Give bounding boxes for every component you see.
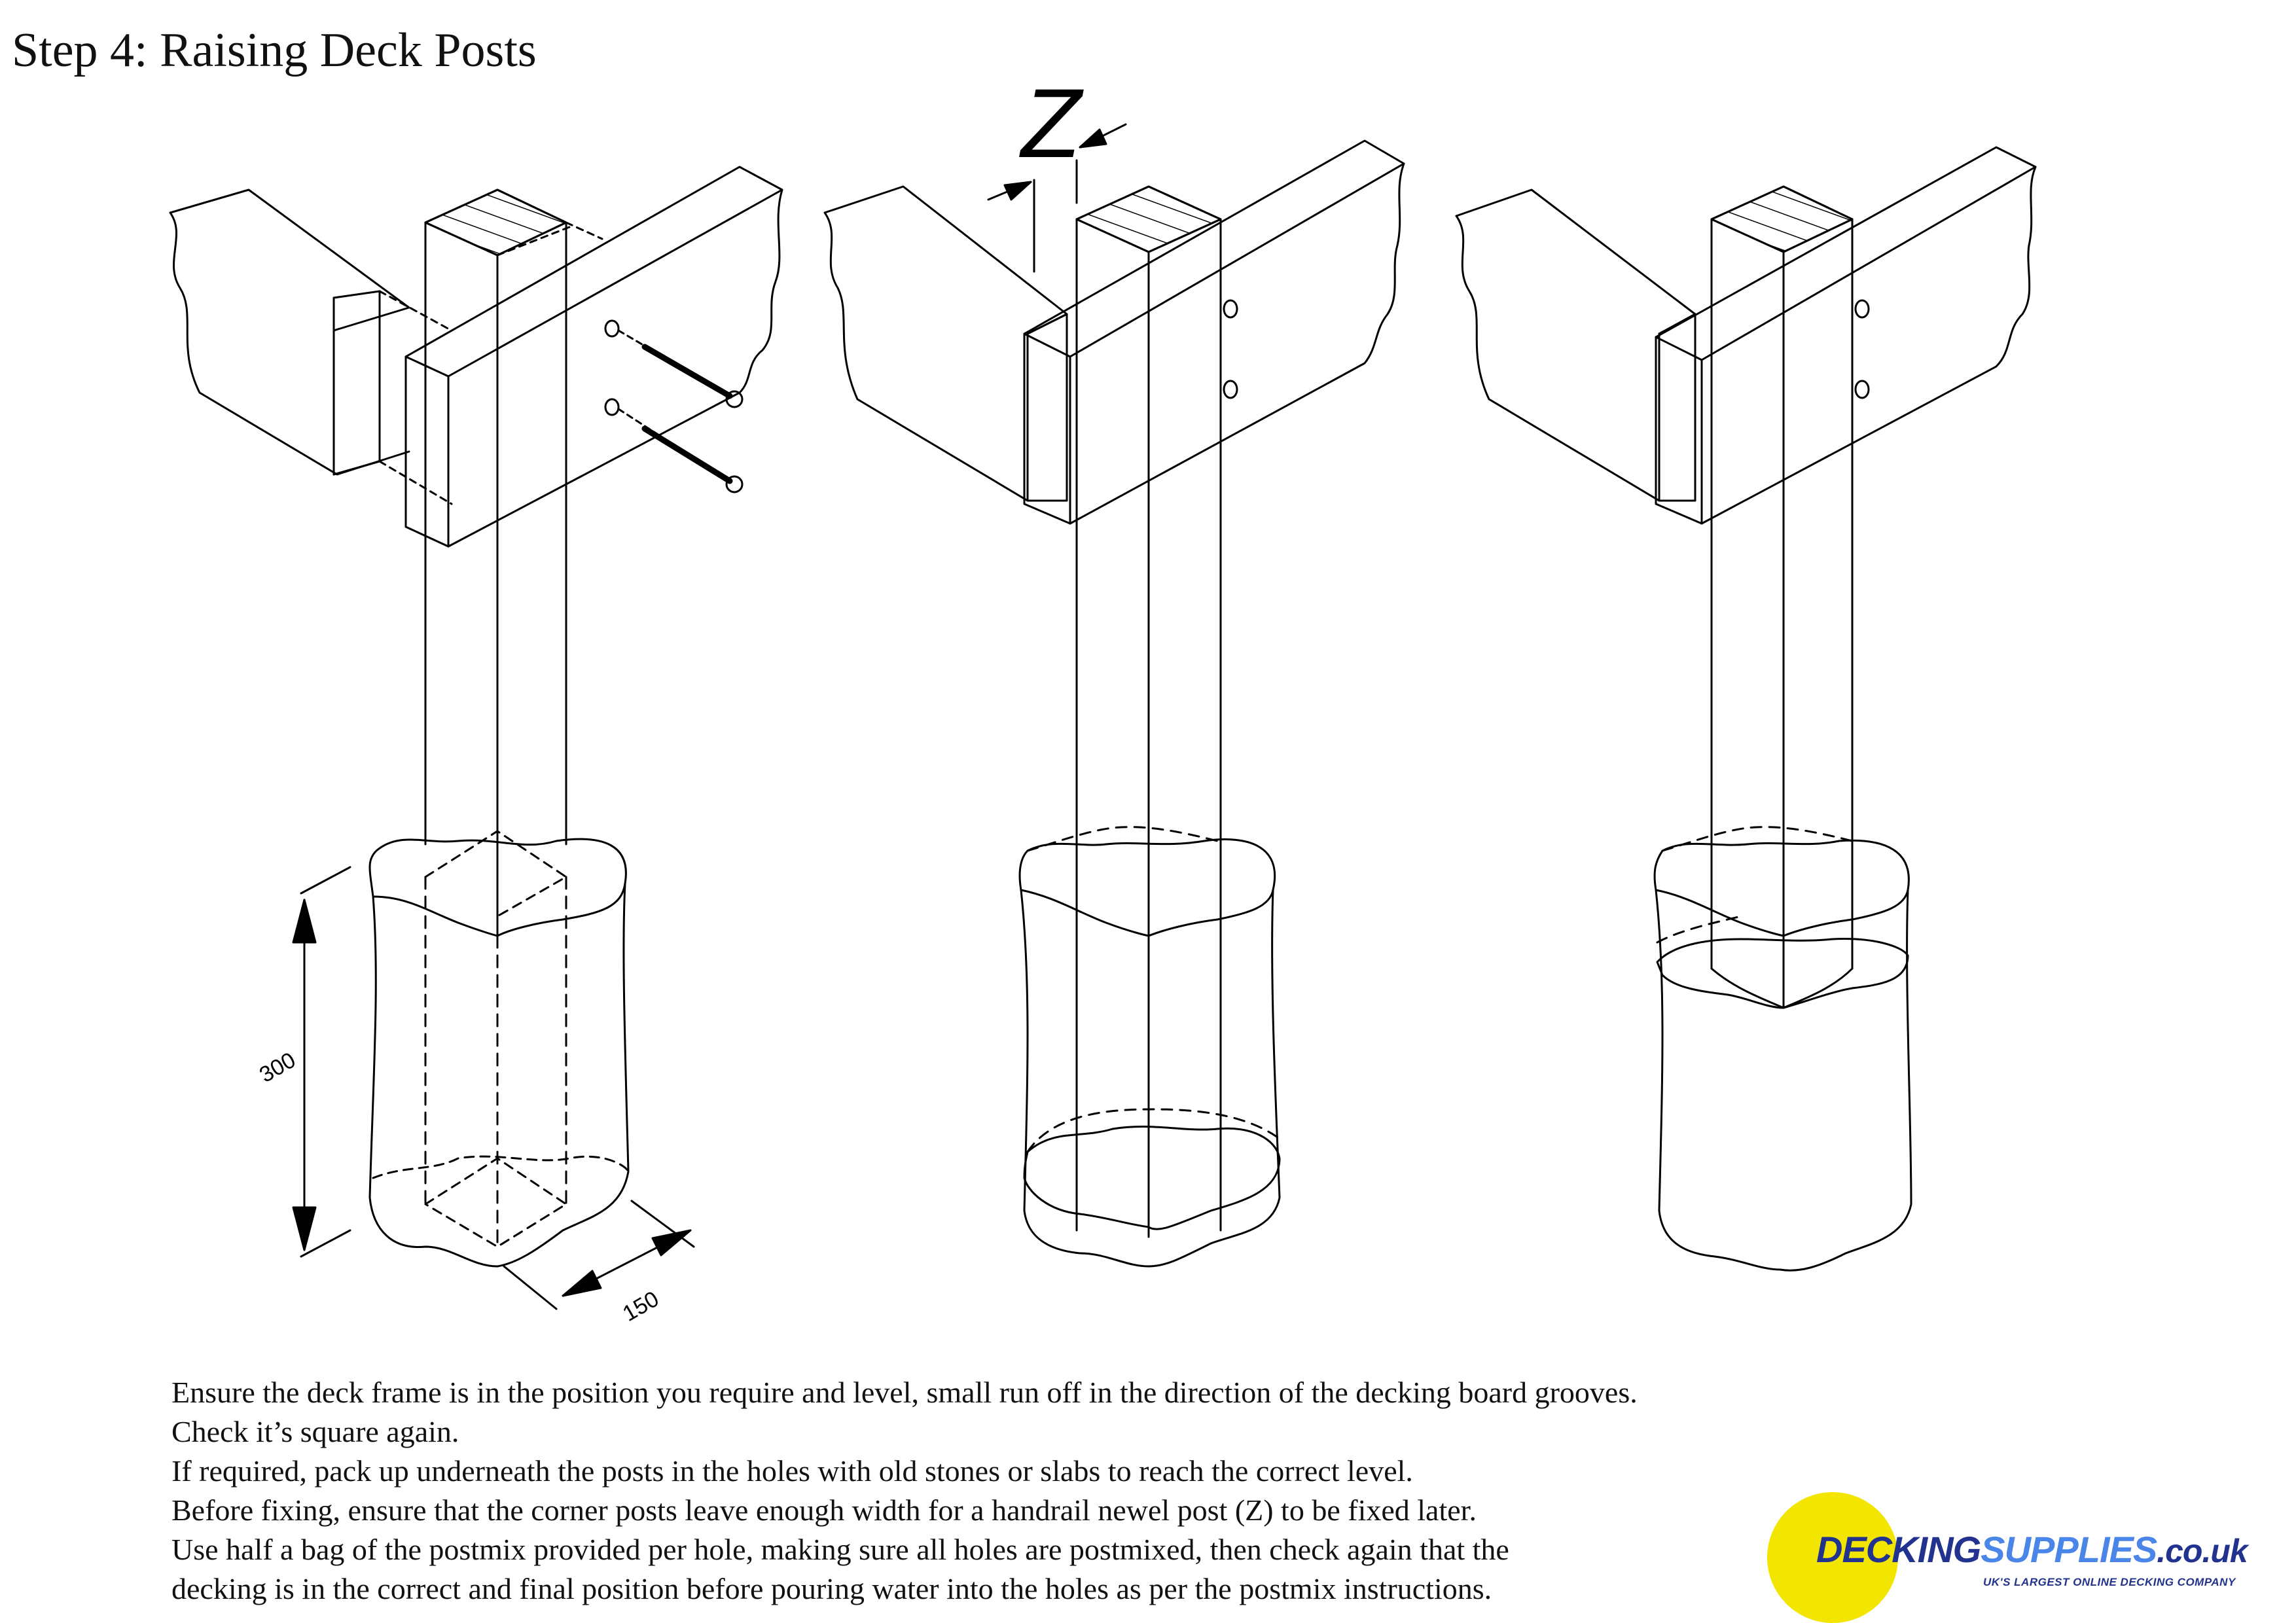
dimension-width-label: 150: [619, 1287, 663, 1327]
instructions: Ensure the deck frame is in the position…: [171, 1373, 1638, 1609]
instruction-line: If required, pack up underneath the post…: [171, 1454, 1413, 1488]
figure-assembled-corner: Z: [823, 68, 1405, 1268]
logo-text-primary: DECKING: [1816, 1529, 1981, 1570]
beam-front: [404, 166, 783, 378]
dimension-width: 150: [503, 1200, 695, 1327]
instruction-line: decking is in the correct and final posi…: [171, 1572, 1492, 1605]
newel-gap-marker: Z: [987, 68, 1127, 273]
logo-text-secondary: SUPPLIES: [1981, 1529, 2157, 1570]
instruction-line: Use half a bag of the postmix provided p…: [171, 1533, 1509, 1566]
logo-text-domain: .co.uk: [2157, 1533, 2248, 1569]
joist-left: [169, 188, 410, 476]
figure-exploded-assembly: 300 150: [169, 166, 783, 1327]
post-end-grain: [424, 188, 567, 257]
logo-tagline: UK'S LARGEST ONLINE DECKING COMPANY: [1983, 1576, 2236, 1588]
dimension-height-label: 300: [255, 1048, 300, 1088]
post-hole: [1018, 838, 1281, 1268]
bolt-icon: [604, 398, 744, 493]
company-logo: DECKINGSUPPLIES.co.uk UK'S LARGEST ONLIN…: [1767, 1492, 2296, 1623]
bolt-icon: [604, 319, 744, 408]
page-title: Step 4: Raising Deck Posts: [12, 24, 537, 77]
post-hole: [1653, 839, 1912, 1272]
instruction-line: Check it’s square again.: [171, 1415, 459, 1448]
label-z: Z: [1019, 68, 1084, 178]
dimension-height: 300: [255, 866, 351, 1258]
instruction-line: Before fixing, ensure that the corner po…: [171, 1493, 1477, 1527]
logo-wordmark: DECKINGSUPPLIES.co.uk: [1816, 1528, 2248, 1571]
beam-front: [1023, 139, 1405, 358]
instruction-line: Ensure the deck frame is in the position…: [171, 1376, 1638, 1409]
figure-postmixed: [1455, 146, 2037, 1272]
beam-front: [1655, 146, 2037, 361]
logo-circle: [1767, 1492, 1898, 1623]
post-hole: [368, 838, 630, 1268]
